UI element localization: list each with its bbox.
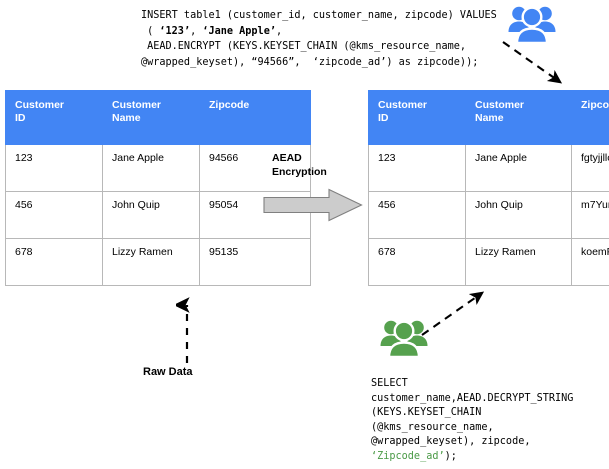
select-line-5: @wrapped_keyset), zipcode, <box>371 436 531 448</box>
dashed-diagonal-arrow-icon <box>420 288 488 338</box>
insert-line-2-prefix: ( <box>141 25 160 37</box>
cell-zipcode: fgtyjjllo= <box>571 144 609 192</box>
cell-customer-name: Jane Apple <box>465 144 572 192</box>
cell-customer-name: Jane Apple <box>102 144 200 192</box>
select-literal-zipcode-ad: ‘Zipcode_ad’ <box>371 450 445 462</box>
aead-label-line-2: Encryption <box>272 165 327 178</box>
insert-line-2-mid: , <box>190 25 203 37</box>
table-row: 678 Lizzy Ramen koemF5ter= <box>368 238 609 286</box>
header-line-2: ID <box>378 112 389 124</box>
table-row: 456 John Quip m7Yumuawqry <box>368 191 609 239</box>
cell-customer-name: Lizzy Ramen <box>102 238 200 286</box>
aead-label-line-1: AEAD <box>272 152 302 164</box>
raw-data-label: Raw Data <box>143 366 193 378</box>
column-header-zipcode: Zipcode <box>199 90 311 145</box>
right-block-arrow-icon <box>263 188 363 222</box>
cell-customer-id: 678 <box>5 238 103 286</box>
header-line-2: Name <box>475 112 504 124</box>
cell-customer-id: 123 <box>368 144 466 192</box>
header-line-1: Zipcode <box>581 99 609 111</box>
header-line-1: Customer <box>15 99 65 111</box>
select-line-3: (KEYS.KEYSET_CHAIN <box>371 407 482 419</box>
dashed-up-arrow-icon <box>173 295 198 365</box>
cell-zipcode: koemF5ter= <box>571 238 609 286</box>
insert-literal-customer-id: ‘123’ <box>159 25 191 37</box>
cell-customer-name: John Quip <box>102 191 200 239</box>
select-statement-text: SELECT customer_name,AEAD.DECRYPT_STRING… <box>371 377 573 465</box>
insert-statement-text: INSERT table1 (customer_id, customer_nam… <box>141 8 497 70</box>
header-line-1: Customer <box>475 99 525 111</box>
insert-literal-customer-name: ‘Jane Apple’ <box>202 25 276 37</box>
cell-zipcode: m7Yumuawqry <box>571 191 609 239</box>
table-row: 678 Lizzy Ramen 95135 <box>5 238 311 286</box>
insert-line-3: AEAD.ENCRYPT (KEYS.KEYSET_CHAIN (@kms_re… <box>141 41 467 53</box>
cell-zipcode: 95135 <box>199 238 311 286</box>
cell-zipcode: 94566 <box>199 144 311 192</box>
select-line-2: customer_name,AEAD.DECRYPT_STRING <box>371 392 574 404</box>
header-line-1: Customer <box>378 99 428 111</box>
insert-line-2-suffix: , <box>275 25 283 37</box>
insert-line-1: INSERT table1 (customer_id, customer_nam… <box>141 10 497 21</box>
cell-customer-id: 678 <box>368 238 466 286</box>
cell-customer-name: Lizzy Ramen <box>465 238 572 286</box>
cell-customer-id: 456 <box>5 191 103 239</box>
cell-customer-id: 456 <box>368 191 466 239</box>
select-line-4: (@kms_resource_name, <box>371 421 494 433</box>
header-line-2: Name <box>112 112 141 124</box>
header-line-1: Customer <box>112 99 162 111</box>
users-group-icon <box>508 2 556 45</box>
dashed-diagonal-arrow-icon <box>500 38 574 92</box>
cell-customer-name: John Quip <box>465 191 572 239</box>
cell-customer-id: 123 <box>5 144 103 192</box>
select-line-6-tail: ); <box>444 450 457 462</box>
column-header-zipcode: Zipcode <box>571 90 609 145</box>
table-row: 123 Jane Apple 94566 <box>5 144 311 192</box>
insert-line-4: @wrapped_keyset), “94566”, ‘zipcode_ad’)… <box>141 56 479 68</box>
select-line-1: SELECT <box>371 378 408 389</box>
users-group-icon <box>380 316 428 359</box>
header-line-2: ID <box>15 112 26 124</box>
table-row: 123 Jane Apple fgtyjjllo= <box>368 144 609 192</box>
header-line-1: Zipcode <box>209 99 250 111</box>
